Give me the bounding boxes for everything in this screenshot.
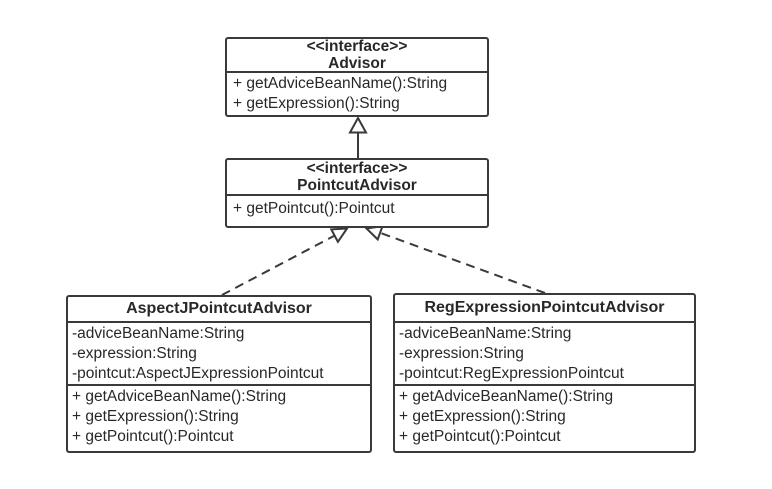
method-item: + getPointcut():Pointcut — [72, 428, 234, 445]
field-item: -adviceBeanName:String — [399, 325, 572, 342]
method-item: + getPointcut():Pointcut — [233, 200, 395, 217]
method-item: + getAdviceBeanName():String — [72, 388, 287, 405]
field-item: -expression:String — [72, 345, 197, 362]
class-pointcut-advisor-stereotype: <<interface>> — [306, 160, 408, 177]
class-pointcut-advisor-header: <<interface>> PointcutAdvisor — [227, 160, 487, 196]
class-advisor-methods: + getAdviceBeanName():String + getExpres… — [227, 73, 487, 115]
class-aspectj-name: AspectJPointcutAdvisor — [126, 300, 312, 317]
class-advisor: <<interface>> Advisor + getAdviceBeanNam… — [225, 37, 489, 117]
method-item: + getExpression():String — [72, 408, 239, 425]
realization-arrow-right — [364, 224, 546, 294]
field-item: -pointcut:AspectJExpressionPointcut — [72, 365, 324, 382]
method-item: + getAdviceBeanName():String — [399, 388, 614, 405]
field-item: -adviceBeanName:String — [72, 325, 245, 342]
method-item: + getPointcut():Pointcut — [399, 428, 561, 445]
class-advisor-stereotype: <<interface>> — [306, 38, 408, 55]
class-aspectj-header: AspectJPointcutAdvisor — [68, 297, 370, 323]
class-pointcut-advisor: <<interface>> PointcutAdvisor + getPoint… — [225, 158, 489, 228]
class-aspectj-pointcut-advisor: AspectJPointcutAdvisor -adviceBeanName:S… — [66, 295, 372, 453]
class-pointcut-advisor-name: PointcutAdvisor — [297, 177, 417, 194]
realization-arrow-left — [221, 227, 349, 296]
method-item: + getExpression():String — [233, 95, 400, 112]
class-regexpression-name: RegExpressionPointcutAdvisor — [424, 299, 665, 316]
method-item: + getAdviceBeanName():String — [233, 75, 448, 92]
class-regexpression-methods: + getAdviceBeanName():String + getExpres… — [395, 386, 694, 448]
class-regexpression-pointcut-advisor: RegExpressionPointcutAdvisor -adviceBean… — [393, 293, 696, 453]
field-item: -pointcut:RegExpressionPointcut — [399, 365, 624, 382]
class-pointcut-advisor-methods: + getPointcut():Pointcut — [227, 196, 487, 220]
class-regexpression-header: RegExpressionPointcutAdvisor — [395, 295, 694, 323]
class-aspectj-fields: -adviceBeanName:String -expression:Strin… — [68, 323, 370, 386]
class-advisor-header: <<interface>> Advisor — [227, 38, 487, 73]
field-item: -expression:String — [399, 345, 524, 362]
class-regexpression-fields: -adviceBeanName:String -expression:Strin… — [395, 323, 694, 386]
class-aspectj-methods: + getAdviceBeanName():String + getExpres… — [68, 386, 370, 448]
method-item: + getExpression():String — [399, 408, 566, 425]
class-advisor-name: Advisor — [328, 55, 386, 72]
generalization-arrow — [348, 115, 368, 158]
